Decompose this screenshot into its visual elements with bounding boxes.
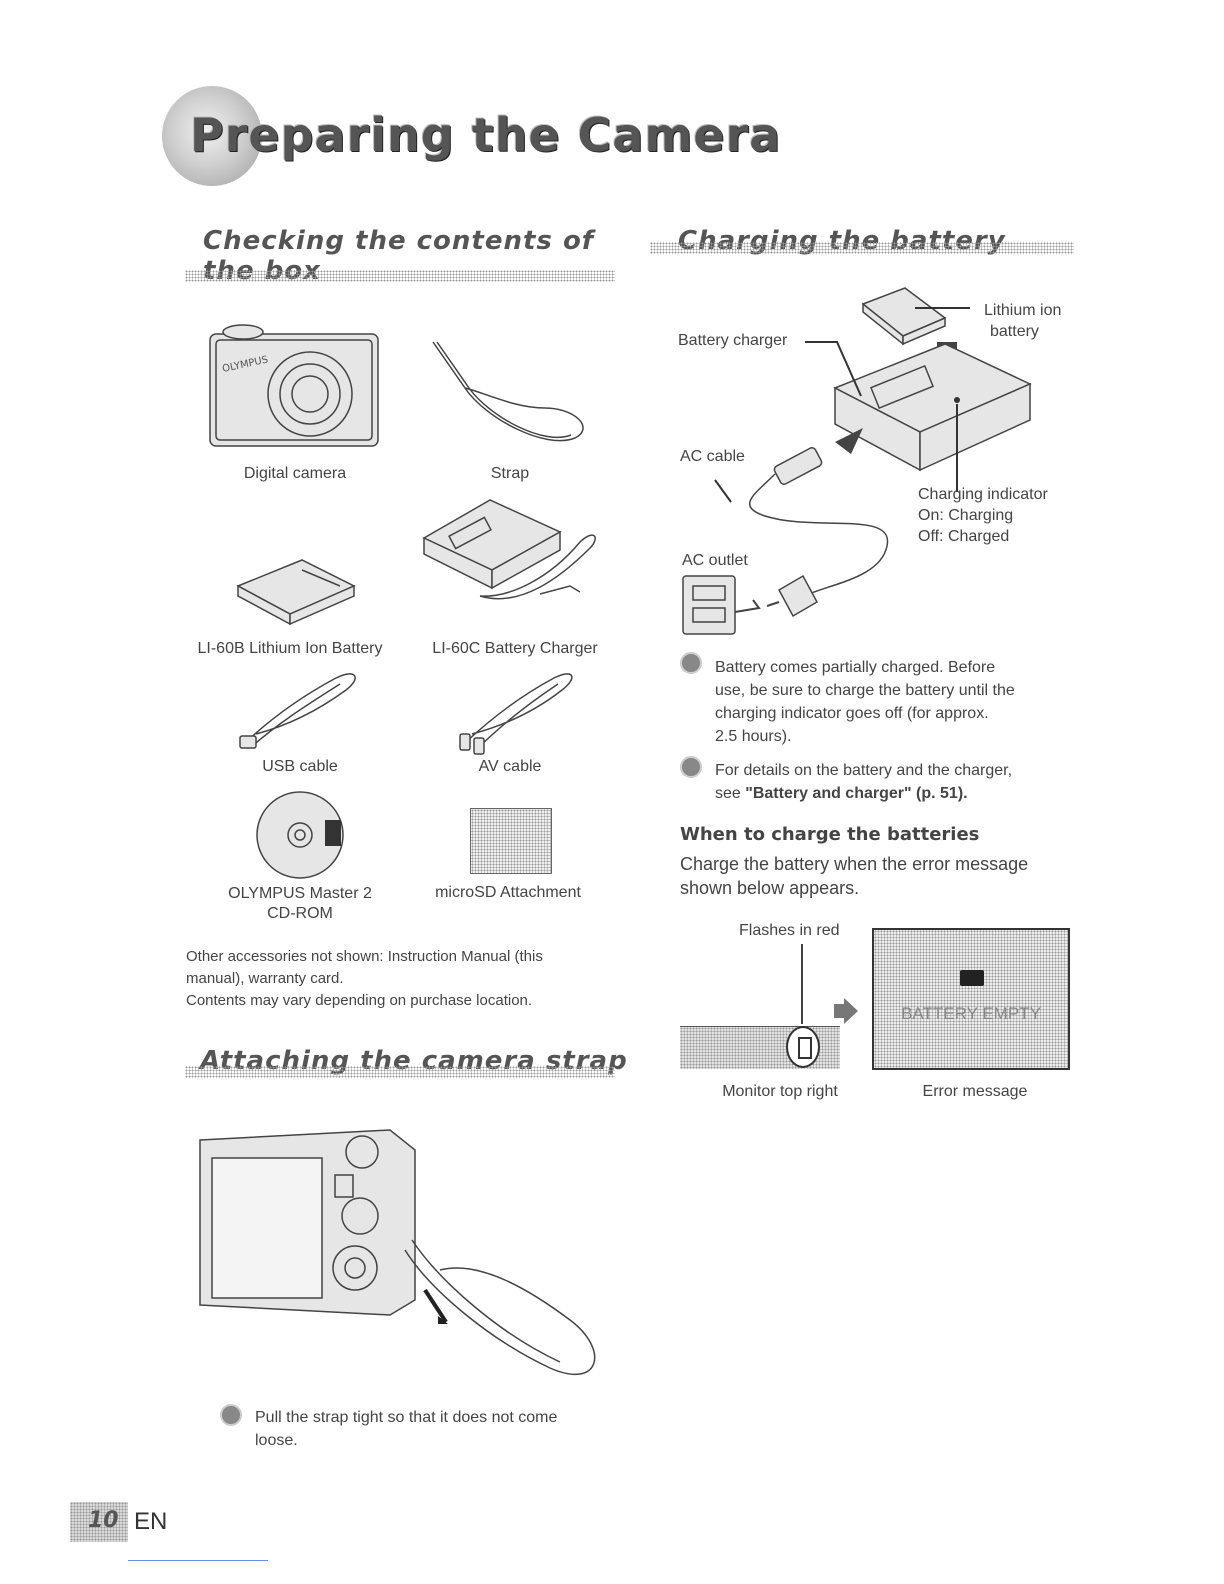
- caption-strap: Strap: [490, 465, 530, 482]
- tip-icon: [680, 652, 702, 674]
- caption-microsd: microSD Attachment: [435, 884, 581, 901]
- charging-tip-2: For details on the battery and the charg…: [715, 759, 1075, 805]
- caption-battery: LI-60B Lithium Ion Battery: [197, 640, 383, 657]
- caption-av-cable: AV cable: [478, 758, 542, 775]
- battery-empty-icon: [786, 1026, 820, 1068]
- caption-monitor-top-right: Monitor top right: [722, 1083, 838, 1100]
- accessories-note-line1: Other accessories not shown: Instruction…: [186, 948, 543, 965]
- battery-icon: [960, 970, 984, 986]
- charging-tip-2-prefix: see: [715, 785, 746, 802]
- caption-cdrom-line1: OLYMPUS Master 2: [228, 885, 372, 902]
- charger-illustration: [422, 499, 596, 600]
- camera-strap-illustration: [199, 1129, 596, 1375]
- label-ac-cable: AC cable: [680, 448, 745, 465]
- section-underline-strap: [185, 1066, 615, 1078]
- strap-tip: Pull the strap tight so that it does not…: [255, 1406, 615, 1452]
- title-badge: [162, 86, 262, 186]
- label-battery-charger: Battery charger: [678, 332, 788, 349]
- page-number-badge: [70, 1502, 128, 1542]
- charging-tip-1-line3: charging indicator goes off (for approx.: [715, 705, 989, 722]
- strap-illustration: [432, 341, 584, 442]
- strap-tip-line1: Pull the strap tight so that it does not…: [255, 1409, 558, 1426]
- section-underline-charging: [650, 242, 1074, 254]
- page-number: 10: [88, 1508, 119, 1533]
- caption-digital-camera: Digital camera: [243, 465, 347, 482]
- error-message-screen: BATTERY EMPTY: [872, 928, 1070, 1070]
- av-cable-illustration: [459, 673, 573, 755]
- label-lithium-line2: battery: [990, 323, 1039, 340]
- label-flashes-in-red: Flashes in red: [739, 922, 840, 939]
- section-underline-box: [185, 270, 615, 282]
- language-code: EN: [134, 1508, 168, 1535]
- label-charging-indicator: Charging indicator On: Charging Off: Cha…: [918, 484, 1078, 547]
- charging-diagram-illustration: [682, 287, 1032, 635]
- label-indicator-line2: On: Charging: [918, 507, 1014, 524]
- when-body-line2: shown below appears.: [680, 878, 860, 898]
- charging-tip-1-line1: Battery comes partially charged. Before: [715, 659, 996, 676]
- arrow-right-icon: [834, 998, 858, 1024]
- usb-cable-illustration: [239, 673, 356, 749]
- footer-rule: [128, 1560, 268, 1561]
- caption-cdrom: OLYMPUS Master 2 CD-ROM: [200, 884, 400, 924]
- caption-cdrom-line2: CD-ROM: [267, 905, 333, 922]
- label-lithium-ion-battery: Lithium ion battery: [984, 300, 1074, 342]
- caption-error-message: Error message: [922, 1083, 1028, 1100]
- accessories-note: Other accessories not shown: Instruction…: [186, 946, 626, 1012]
- label-indicator-line1: Charging indicator: [918, 486, 1048, 503]
- tip-icon: [220, 1404, 242, 1426]
- charging-tip-1-line4: 2.5 hours).: [715, 728, 792, 745]
- charging-tip-2-line1: For details on the battery and the charg…: [715, 762, 1013, 779]
- strap-tip-line2: loose.: [255, 1432, 298, 1449]
- charging-tip-2-suffix: .: [963, 785, 968, 802]
- flashes-leader-line: [801, 944, 803, 1024]
- when-body-line1: Charge the battery when the error messag…: [680, 854, 1029, 874]
- battery-charger-reference: "Battery and charger" (p. 51): [745, 785, 964, 802]
- microsd-attachment-illustration: [470, 808, 552, 874]
- label-indicator-line3: Off: Charged: [918, 528, 1010, 545]
- when-to-charge-body: Charge the battery when the error messag…: [680, 852, 1080, 900]
- battery-illustration: [236, 559, 356, 626]
- digital-camera-illustration: OLYMPUS: [209, 324, 379, 447]
- subheading-when-to-charge: When to charge the batteries: [680, 824, 980, 845]
- cdrom-illustration: [256, 791, 344, 879]
- charging-tip-2-line2: see "Battery and charger" (p. 51).: [715, 782, 1075, 805]
- page-title: Preparing the Camera: [190, 108, 782, 162]
- battery-empty-text: BATTERY EMPTY: [901, 1004, 1041, 1023]
- label-lithium-line1: Lithium ion: [984, 302, 1062, 319]
- label-ac-outlet: AC outlet: [682, 552, 748, 569]
- accessories-note-line2: manual), warranty card.: [186, 970, 344, 987]
- caption-usb-cable: USB cable: [262, 758, 338, 775]
- charging-tip-1: Battery comes partially charged. Before …: [715, 656, 1075, 748]
- charging-tip-1-line2: use, be sure to charge the battery until…: [715, 682, 1015, 699]
- accessories-note-line3: Contents may vary depending on purchase …: [186, 992, 533, 1009]
- tip-icon: [680, 756, 702, 778]
- caption-charger: LI-60C Battery Charger: [432, 640, 598, 657]
